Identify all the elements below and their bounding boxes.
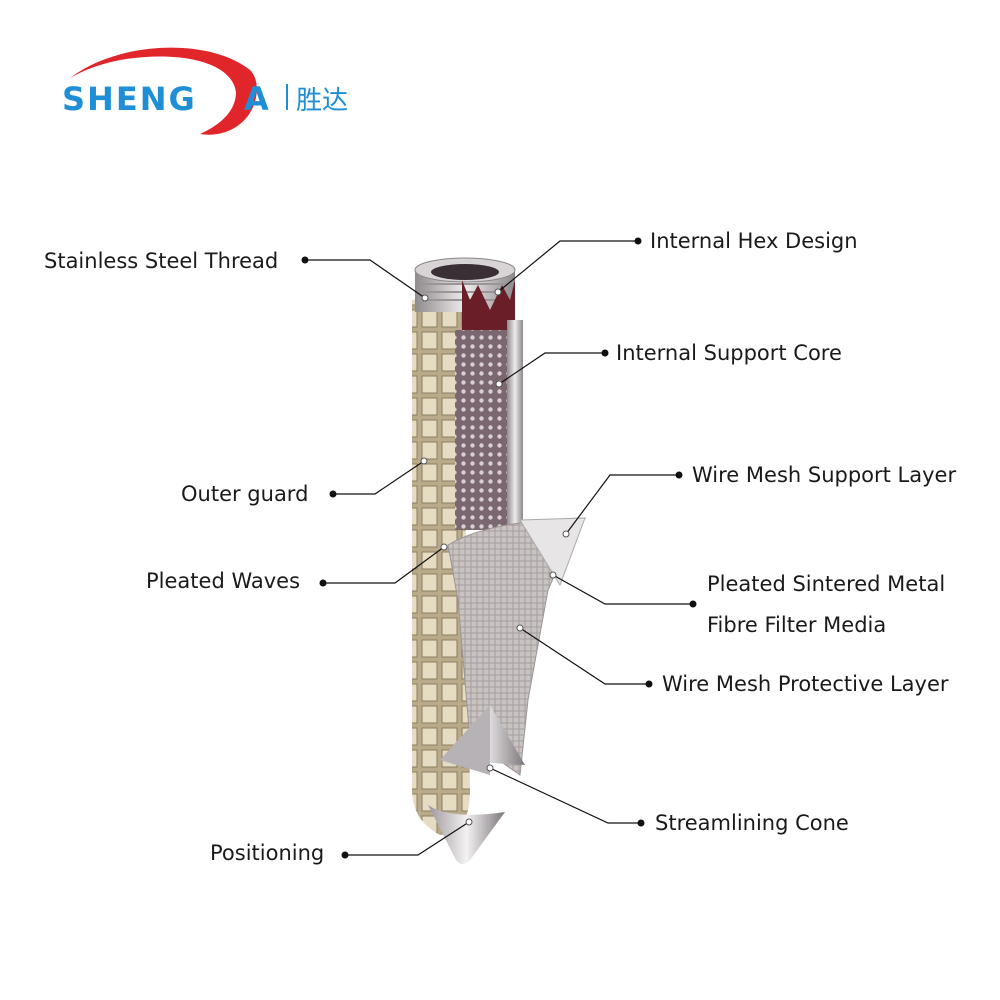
label-stainless-steel-thread: Stainless Steel Thread <box>44 247 278 275</box>
pointer-dot <box>466 819 472 825</box>
label-outer-guard: Outer guard <box>181 480 308 508</box>
pointer-dot <box>441 544 447 550</box>
core-shell <box>507 320 523 540</box>
leader-dot <box>635 238 642 245</box>
pointer-dot <box>487 765 493 771</box>
leader-dot <box>320 580 327 587</box>
label-internal-hex-design: Internal Hex Design <box>650 227 858 255</box>
label-internal-support-core: Internal Support Core <box>616 339 842 367</box>
pointer-dot <box>517 625 523 631</box>
label-pleated-sintered-line1: Pleated Sintered Metal <box>707 570 945 598</box>
leader-line-thread <box>305 260 425 298</box>
label-pleated-waves: Pleated Waves <box>146 567 300 595</box>
leader-line-hex <box>498 241 638 292</box>
internal-support-core <box>455 330 507 530</box>
pointer-dot <box>421 458 427 464</box>
label-positioning: Positioning <box>210 839 324 867</box>
leader-dot <box>646 681 653 688</box>
leader-dot <box>638 820 645 827</box>
leader-dot <box>330 491 337 498</box>
label-pleated-sintered-line2: Fibre Filter Media <box>707 611 886 639</box>
pointer-dot <box>550 572 556 578</box>
leader-dot <box>690 601 697 608</box>
label-wire-mesh-protective-layer: Wire Mesh Protective Layer <box>662 670 949 698</box>
leader-dot <box>302 257 309 264</box>
leader-line-sintered <box>553 575 693 604</box>
leader-line-cone <box>490 768 641 823</box>
leader-dot <box>342 852 349 859</box>
leader-line-wire-support <box>566 475 679 534</box>
pointer-dot <box>495 289 501 295</box>
pointer-dot <box>496 381 502 387</box>
label-streamlining-cone: Streamlining Cone <box>655 809 849 837</box>
pointer-dot <box>563 531 569 537</box>
pointer-dot <box>422 295 428 301</box>
leader-line-outer-guard <box>333 461 424 494</box>
leader-dot <box>602 350 609 357</box>
leader-dot <box>676 472 683 479</box>
label-wire-mesh-support-layer: Wire Mesh Support Layer <box>692 461 956 489</box>
